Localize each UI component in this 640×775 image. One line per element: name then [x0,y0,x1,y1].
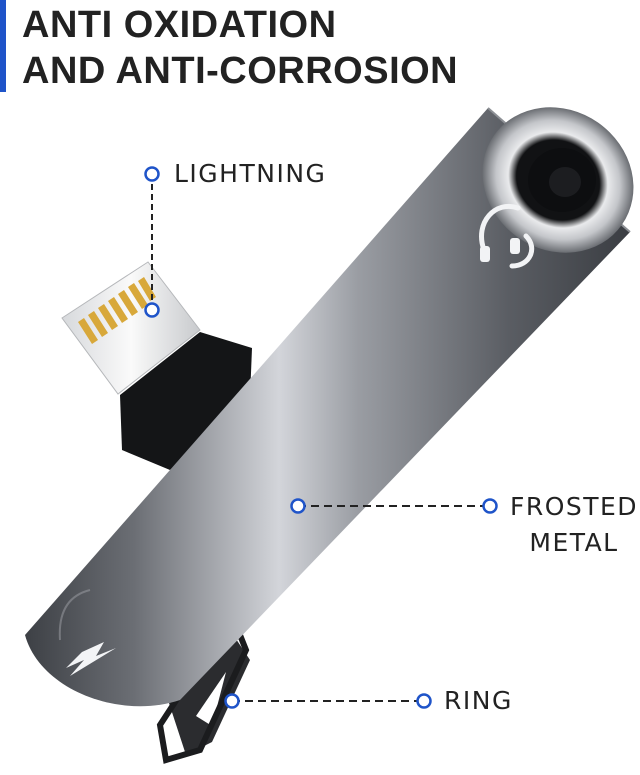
headphone-icon [479,203,535,269]
label-ring: RING [444,686,513,715]
accent-bar [0,0,6,92]
jack-cap [482,107,634,253]
label-frosted-line-1: FROSTED [509,492,639,521]
label-frosted-metal: FROSTED METAL [508,489,640,561]
headline-line-1: ANTI OXIDATION [22,4,337,46]
label-lightning: LIGHTNING [174,159,327,188]
callout-lightning [144,166,160,318]
callout-ring [224,693,432,709]
headline-line-2: AND ANTI-CORROSION [22,50,459,92]
callout-frosted-metal [290,498,498,514]
lightning-bolt-icon [66,642,116,676]
lightning-plug [61,261,252,470]
headline: ANTI OXIDATION AND ANTI-CORROSION [22,2,458,94]
label-frosted-line-2: METAL [529,528,619,557]
